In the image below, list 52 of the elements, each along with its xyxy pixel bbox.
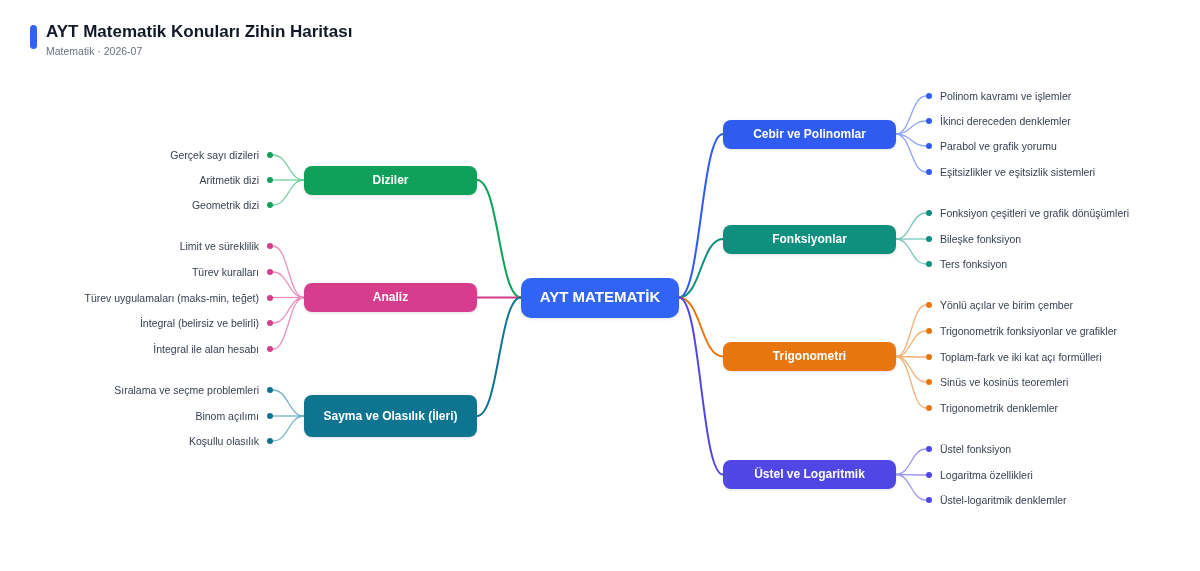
topic-label: Gerçek sayı dizileri: [170, 149, 259, 161]
connector-line: [895, 238, 927, 265]
topic-label: Sinüs ve kosinüs teoremleri: [940, 376, 1069, 388]
topic-label: Logaritma özellikleri: [940, 469, 1033, 481]
topic-label: İntegral (belirsiz ve belirli): [139, 317, 259, 329]
branch-box: Fonksiyonlar: [723, 224, 896, 254]
topic-label: Koşullu olasılık: [188, 435, 259, 447]
connector-line: [272, 296, 305, 350]
topic-label: Parabol ve grafik yorumu: [940, 140, 1057, 152]
topic-label: Yönlü açılar ve birim çember: [940, 299, 1074, 311]
central-topic-box: AYT MATEMATİK: [521, 277, 679, 318]
topic-label: Türev uygulamaları (maks-min, teğet): [84, 291, 259, 304]
connector-line: [895, 304, 927, 358]
branch-box: Üstel ve Logaritmik: [723, 460, 896, 489]
connector-line: [678, 296, 724, 476]
branch-box: Analiz: [304, 283, 477, 312]
topic-label: Polinom kavramı ve işlemler: [940, 90, 1072, 102]
topic-label: Üstel fonksiyon: [940, 443, 1012, 455]
topic-label: Binom açılımı: [195, 410, 259, 422]
topic-label: Bileşke fonksiyon: [940, 233, 1022, 245]
connector-line: [895, 473, 927, 501]
topic-label: Sıralama ve seçme problemleri: [114, 384, 259, 396]
topic-label: Geometrik dizi: [191, 199, 259, 211]
topic-label: Fonksiyon çeşitleri ve grafik dönüşümleri: [940, 207, 1130, 219]
topic-label: İntegral ile alan hesabı: [153, 343, 259, 355]
topic-label: Trigonometrik denklemler: [940, 402, 1059, 414]
branch-box: Diziler: [304, 165, 477, 195]
topic-label: Toplam-fark ve iki kat açı formülleri: [940, 351, 1102, 363]
topic-label: Trigonometrik fonksiyonlar ve grafikler: [940, 325, 1117, 337]
topic-label: Eşitsizlikler ve eşitsizlik sistemleri: [940, 166, 1096, 178]
connector-line: [272, 245, 305, 299]
connector-line: [895, 355, 927, 409]
branch-box: Sayma ve Olasılık (İleri): [304, 395, 477, 437]
topic-label: Limit ve süreklilik: [179, 240, 259, 252]
subtitle: Matematik · 2026-07: [46, 45, 143, 57]
connector-line: [272, 415, 305, 417]
title: AYT Matematik Konuları Zihin Haritası: [46, 22, 353, 42]
connector-line: [272, 415, 305, 442]
topic-label: Üstel-logaritmik denklemler: [940, 494, 1067, 506]
branch-box: Cebir ve Polinomlar: [723, 119, 896, 149]
topic-label: Aritmetik dizi: [199, 174, 259, 186]
topic-label: Ters fonksiyon: [940, 258, 1008, 270]
connector-line: [895, 133, 927, 173]
connector-line: [678, 133, 724, 299]
connector-line: [272, 179, 305, 181]
connector-line: [678, 238, 724, 299]
connector-line: [476, 179, 522, 299]
connector-line: [272, 179, 305, 206]
topic-label: Türev kuralları: [191, 266, 259, 278]
topic-label: İkinci dereceden denklemler: [940, 115, 1071, 127]
branch-box: Trigonometri: [723, 342, 896, 371]
connector-line: [476, 296, 522, 417]
